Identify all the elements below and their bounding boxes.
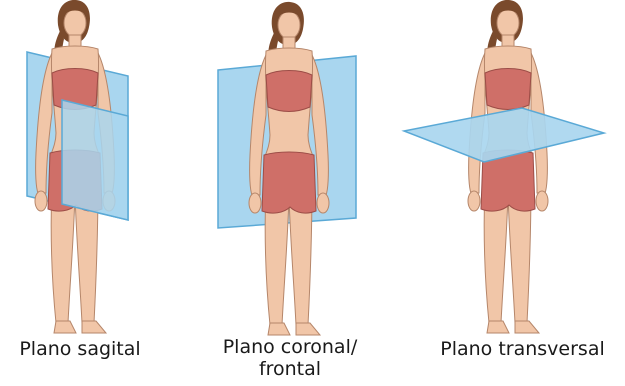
caption-line: Plano transversal [420,338,625,360]
coronal-panel [218,2,356,335]
female-figure [468,0,548,333]
sagittal-panel [27,0,128,333]
sagittal-plane-front [62,100,128,220]
caption-line: Plano coronal/ [200,336,380,358]
caption-transverse-plane: Plano transversal [420,338,625,360]
caption-line: frontal [200,358,380,380]
transverse-plane [404,108,604,162]
transverse-panel [404,0,604,333]
caption-line: Plano sagital [0,338,160,360]
caption-sagittal-plane: Plano sagital [0,338,160,360]
female-figure [249,2,329,335]
caption-coronal-plane: Plano coronal/ frontal [200,336,380,380]
